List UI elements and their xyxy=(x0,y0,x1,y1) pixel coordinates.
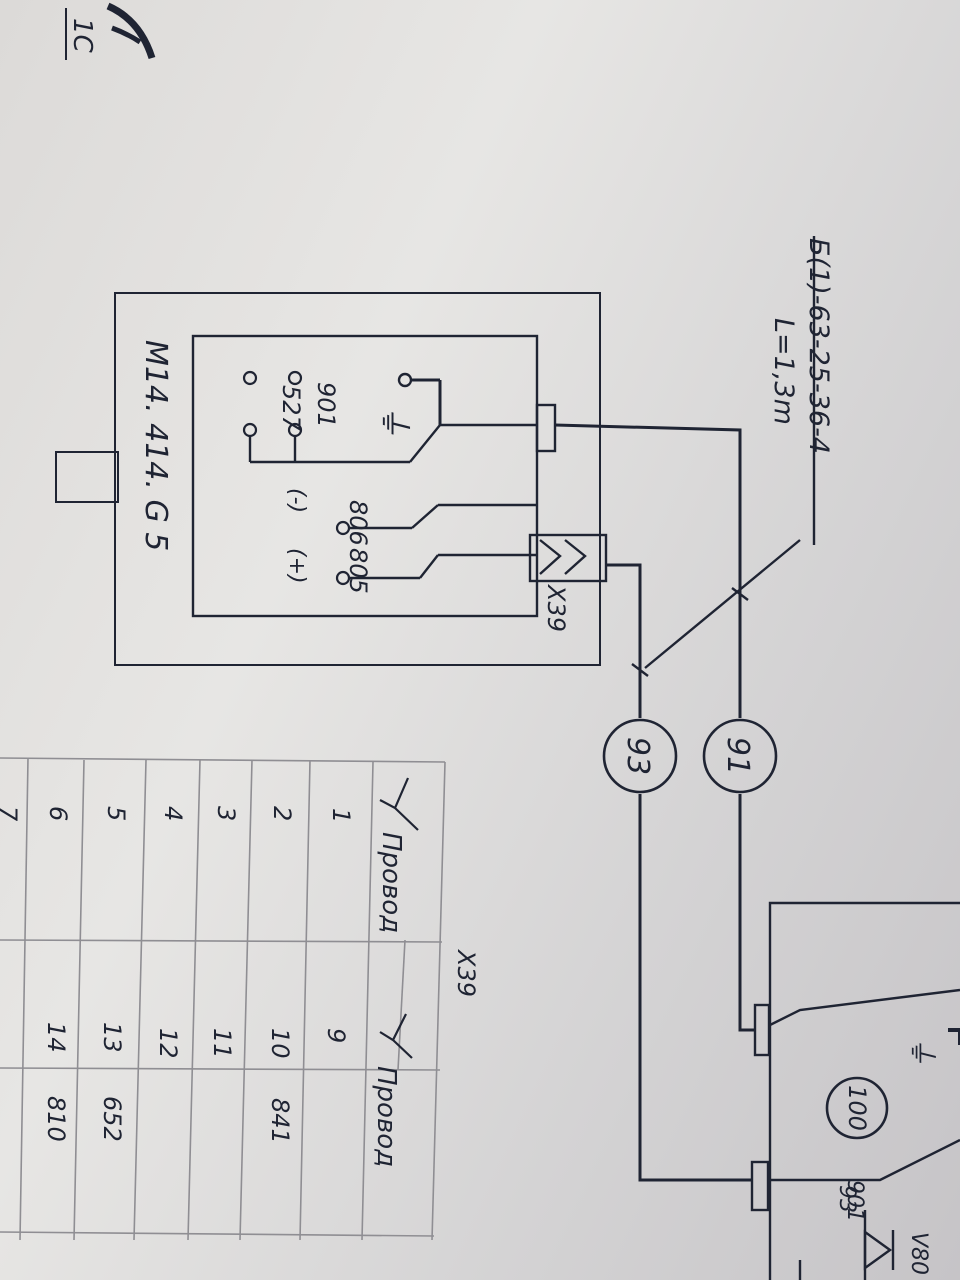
table-left-number: 3 xyxy=(212,806,240,821)
table-right-number: 12 xyxy=(154,1028,182,1059)
table-right-number: 10 xyxy=(266,1028,294,1059)
wire-marker-93: 93 xyxy=(602,718,678,794)
wire-table: X39 93 Провод Провод 1 2 3 4 5 6 7 9 10 … xyxy=(0,757,859,1241)
table-right-number: 14 xyxy=(42,1022,70,1053)
right-block: ⏚ 100 901 V80 xyxy=(750,901,960,1280)
connector-x39-label: X39 xyxy=(542,583,570,632)
terminal-527: 527 xyxy=(277,385,305,432)
ground-symbol: ⏚ xyxy=(374,404,414,438)
table-wire-number: 841 xyxy=(266,1098,294,1144)
table-left-number: 6 xyxy=(44,806,72,821)
terminal-805: 805 xyxy=(344,548,372,594)
device-code: М14. 414. G 5 xyxy=(138,340,173,551)
table-right-number: 13 xyxy=(98,1022,126,1053)
table-side-number: 93 xyxy=(834,1185,859,1213)
device-block: М14. 414. G 5 xyxy=(55,292,601,666)
wire-runs xyxy=(554,423,755,1182)
table-left-number: 5 xyxy=(102,806,130,821)
wire-marker-91: 91 xyxy=(702,718,778,794)
circle-100-label: 100 xyxy=(843,1085,871,1131)
terminal-806: 806 xyxy=(344,500,372,546)
table-header-right: Провод xyxy=(371,1066,401,1167)
table-title-x39: X39 xyxy=(452,948,480,997)
table-right-number: 11 xyxy=(208,1028,236,1059)
table-left-number: 2 xyxy=(268,806,296,821)
device-connectors: X39 xyxy=(528,403,608,632)
terminal-901: 901 xyxy=(312,382,340,428)
ground-symbol-right: ⏚ xyxy=(904,1036,939,1066)
table-left-number: 4 xyxy=(159,806,187,821)
table-wire-number: 810 xyxy=(42,1096,70,1142)
cable-spec-line1: Б(1)-63-25-36-4 xyxy=(803,238,834,454)
corner-mark-text: 1C xyxy=(67,18,97,54)
table-right-number: 9 xyxy=(322,1028,350,1043)
table-left-number: 7 xyxy=(0,806,22,822)
table-wire-number: 652 xyxy=(98,1096,126,1142)
label-901-right: 901 xyxy=(842,1180,867,1222)
device-terminals: ⏚ 901 527 806 (-) 805 (+) xyxy=(242,370,537,594)
corner-mark: 1C xyxy=(65,2,156,60)
table-left-number: 1 xyxy=(327,808,355,823)
polarity-plus: (+) xyxy=(284,548,309,584)
circle-91-label: 91 xyxy=(720,737,755,775)
polarity-minus: (-) xyxy=(284,488,309,513)
cable-spec: Б(1)-63-25-36-4 L=1,3m xyxy=(644,236,834,669)
cable-spec-line2: L=1,3m xyxy=(768,318,799,425)
label-v80: V80 xyxy=(906,1232,931,1275)
table-header-left: Провод xyxy=(376,832,406,933)
circle-93-label: 93 xyxy=(620,737,655,775)
